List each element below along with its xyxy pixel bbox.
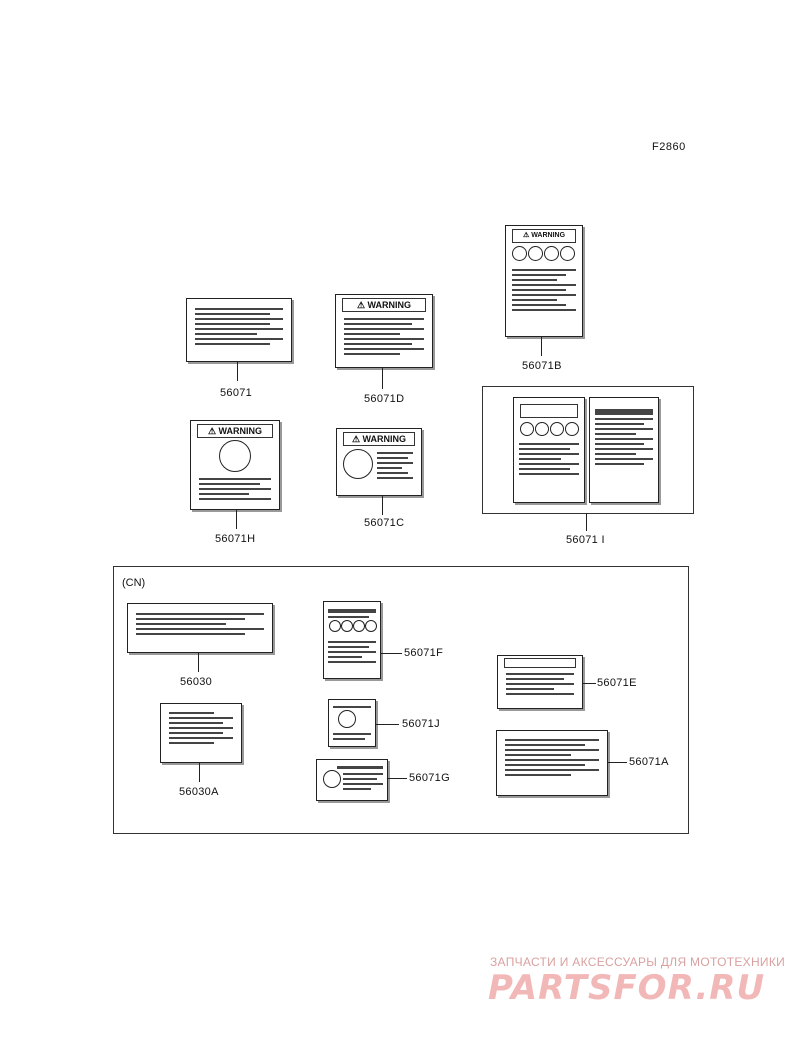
leader-line	[375, 724, 399, 725]
leader-line	[387, 778, 407, 779]
label-56071a[interactable]	[496, 730, 608, 796]
pictogram-icon	[528, 246, 543, 261]
part-number-56030: 56030	[180, 676, 213, 688]
part-number-56071f: 56071F	[404, 647, 444, 659]
prohibition-icon	[338, 710, 356, 728]
leader-line	[607, 762, 627, 763]
leader-line	[382, 495, 383, 515]
label-group-frame-56071i	[482, 386, 694, 514]
pictogram-icon	[535, 422, 549, 436]
part-number-56071j: 56071J	[402, 718, 440, 730]
part-number-56071e: 56071E	[597, 677, 637, 689]
label-56071g[interactable]	[316, 759, 388, 801]
pictogram-icon	[544, 246, 559, 261]
leader-line	[198, 652, 199, 672]
warning-banner: ⚠ WARNING	[343, 432, 415, 446]
leader-line	[380, 653, 402, 654]
pictogram-icon	[341, 620, 353, 632]
pictogram-icon	[550, 422, 564, 436]
leader-line	[236, 509, 237, 529]
part-number-56071: 56071	[220, 387, 253, 399]
label-56071j[interactable]	[328, 699, 376, 747]
pictogram-icon	[329, 620, 341, 632]
pictogram-icon	[353, 620, 365, 632]
warning-banner: ⚠ WARNING	[342, 298, 426, 312]
leader-line	[586, 513, 587, 531]
label-56071c[interactable]: ⚠ WARNING	[336, 428, 422, 496]
pictogram-icon	[560, 246, 575, 261]
label-56071h[interactable]: ⚠ WARNING	[190, 420, 280, 510]
cn-group-label: (CN)	[122, 577, 146, 589]
prohibition-icon	[219, 440, 251, 472]
cn-group-frame	[113, 566, 689, 834]
label-56071d[interactable]: ⚠ WARNING	[335, 294, 433, 368]
part-number-56071c: 56071C	[364, 517, 405, 529]
part-number-56071b: 56071B	[522, 360, 562, 372]
label-56030a[interactable]	[160, 703, 242, 763]
part-number-56071g: 56071G	[409, 772, 450, 784]
prohibition-icon	[323, 770, 341, 788]
label-56071b[interactable]: ⚠ WARNING	[505, 225, 583, 337]
warning-banner: ⚠ WARNING	[197, 424, 273, 438]
leader-line	[582, 683, 596, 684]
label-56071f[interactable]	[323, 601, 381, 679]
label-56071[interactable]	[186, 298, 292, 362]
pictogram-icon	[565, 422, 579, 436]
part-number-56071a: 56071A	[629, 756, 669, 768]
label-56071e[interactable]	[497, 655, 583, 709]
label-56071i-left[interactable]	[513, 397, 585, 503]
leader-line	[541, 336, 542, 356]
watermark-tagline: ЗАПЧАСТИ И АКСЕССУАРЫ ДЛЯ МОТОТЕХНИКИ	[490, 955, 786, 969]
part-number-56071d: 56071D	[364, 393, 405, 405]
leader-line	[237, 361, 238, 381]
watermark-brand: PARTSFOR.RU	[488, 968, 766, 1008]
part-number-56071h: 56071H	[215, 533, 256, 545]
warning-banner	[504, 658, 576, 668]
warning-banner: ⚠ WARNING	[512, 229, 576, 243]
figure-code: F2860	[652, 141, 686, 153]
prohibition-icon	[343, 449, 373, 479]
warning-banner	[520, 404, 578, 418]
label-56030[interactable]	[127, 603, 273, 653]
pictogram-icon	[520, 422, 534, 436]
pictogram-icon	[365, 620, 377, 632]
leader-line	[382, 367, 383, 389]
label-56071i-right[interactable]	[589, 397, 659, 503]
leader-line	[199, 762, 200, 782]
part-number-56030a: 56030A	[179, 786, 219, 798]
part-number-56071i: 56071 I	[566, 534, 605, 546]
pictogram-icon	[512, 246, 527, 261]
